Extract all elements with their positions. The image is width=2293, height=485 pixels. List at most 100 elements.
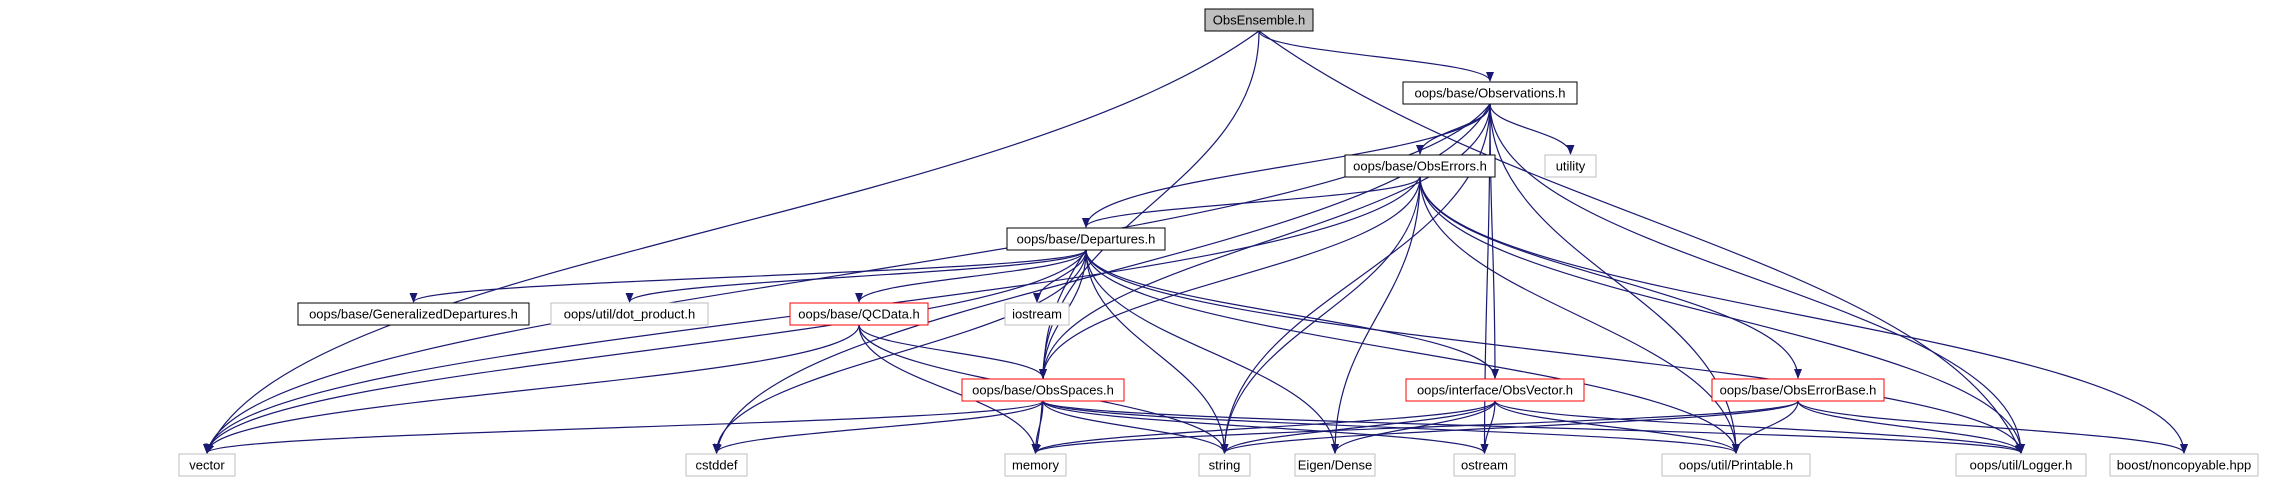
- edge-obserrors-to-noncopyable: [1419, 176, 2188, 454]
- node-obsensemble[interactable]: ObsEnsemble.h: [1204, 8, 1314, 32]
- edge-observations-to-obserrors: [1416, 103, 1491, 155]
- node-label: oops/base/ObsSpaces.h: [972, 383, 1114, 398]
- nodes-layer: ObsEnsemble.h oops/base/Observations.h uti…: [178, 8, 2259, 477]
- edge-obserrorbase-to-noncopyable: [1797, 400, 2188, 454]
- node-ostream: ostream: [1453, 453, 1516, 477]
- edge-observations-to-vector: [205, 103, 1491, 454]
- edge-obsvector-to-string: [1220, 400, 1496, 454]
- edge-departures-to-iostream: [1033, 249, 1087, 303]
- node-box: [1711, 378, 1885, 402]
- node-dotproduct: oops/util/dot_product.h: [550, 302, 709, 326]
- node-box: [1955, 453, 2087, 477]
- node-label: oops/base/QCData.h: [798, 307, 919, 322]
- edge-obserrors-to-departures: [1082, 176, 1421, 228]
- node-string: string: [1198, 453, 1251, 477]
- edge-obserrors-to-string: [1220, 176, 1421, 454]
- edge-qcdata-to-memory: [858, 324, 1040, 454]
- edge-departures-to-qcdata: [855, 249, 1087, 303]
- edge-obserrorbase-to-printable: [1732, 400, 1799, 454]
- edge-obsspaces-to-printable: [1042, 400, 1740, 454]
- node-iostream: iostream: [1004, 302, 1070, 326]
- node-box: [1006, 227, 1166, 251]
- edge-departures-to-vector: [204, 249, 1087, 454]
- node-label: ObsEnsemble.h: [1213, 13, 1306, 28]
- edge-obsvector-to-logger: [1494, 400, 2025, 454]
- node-label: string: [1209, 458, 1241, 473]
- node-box: [1453, 453, 1516, 477]
- node-label: oops/util/dot_product.h: [564, 307, 696, 322]
- edge-departures-to-logger: [1085, 249, 2025, 454]
- edge-qcdata-to-obsspaces: [858, 324, 1047, 379]
- node-eigen: Eigen/Dense: [1294, 453, 1376, 477]
- node-noncopyable: boost/noncopyable.hpp: [2109, 453, 2259, 477]
- edge-obserrors-to-obsspaces: [1039, 176, 1421, 379]
- edge-obsvector-to-printable: [1494, 400, 1740, 454]
- node-label: oops/util/Logger.h: [1970, 458, 2073, 473]
- node-utility: utility: [1544, 154, 1597, 178]
- node-logger: oops/util/Logger.h: [1955, 453, 2087, 477]
- edge-obserrors-to-printable: [1419, 176, 1740, 454]
- edge-obsspaces-to-cstddef: [712, 400, 1044, 454]
- node-label: vector: [189, 458, 225, 473]
- node-box: [961, 378, 1125, 402]
- node-box: [1004, 302, 1070, 326]
- edge-obserrorbase-to-logger: [1797, 400, 2025, 454]
- node-obsspaces[interactable]: oops/base/ObsSpaces.h: [961, 378, 1125, 402]
- node-vector: vector: [178, 453, 236, 477]
- edge-observations-to-departures: [1082, 103, 1491, 228]
- node-label: memory: [1012, 458, 1059, 473]
- edge-obsspaces-to-vector: [203, 400, 1044, 454]
- node-label: oops/util/Printable.h: [1679, 458, 1793, 473]
- edge-observations-to-logger: [1489, 103, 2025, 454]
- edge-observations-to-utility: [1489, 103, 1575, 155]
- node-box: [1294, 453, 1376, 477]
- node-departures[interactable]: oops/base/Departures.h: [1006, 227, 1166, 251]
- node-box: [1198, 453, 1251, 477]
- edge-departures-to-eigen: [1085, 249, 1339, 454]
- node-label: utility: [1556, 159, 1586, 174]
- node-printable: oops/util/Printable.h: [1661, 453, 1811, 477]
- node-box: [297, 302, 530, 326]
- node-label: boost/noncopyable.hpp: [2117, 458, 2251, 473]
- edge-obsensemble-to-observations: [1258, 30, 1494, 82]
- node-obserrors[interactable]: oops/base/ObsErrors.h: [1344, 154, 1496, 178]
- node-label: oops/base/Observations.h: [1414, 86, 1565, 101]
- node-observations[interactable]: oops/base/Observations.h: [1402, 81, 1578, 105]
- edge-departures-to-gendepartures: [409, 249, 1087, 303]
- edges-layer: [203, 30, 2188, 454]
- node-label: oops/base/ObsErrors.h: [1353, 159, 1487, 174]
- node-gendepartures[interactable]: oops/base/GeneralizedDepartures.h: [297, 302, 530, 326]
- edge-obserrorbase-to-memory: [1031, 400, 1799, 454]
- edge-obserrors-to-eigen: [1331, 176, 1421, 454]
- edge-obsvector-to-ostream: [1480, 400, 1496, 454]
- node-box: [1661, 453, 1811, 477]
- node-box: [1405, 378, 1585, 402]
- node-box: [2109, 453, 2259, 477]
- node-label: oops/base/ObsErrorBase.h: [1720, 383, 1877, 398]
- edge-obsspaces-to-logger: [1042, 400, 2025, 454]
- edge-departures-to-printable: [1085, 249, 1740, 454]
- node-label: oops/base/Departures.h: [1017, 232, 1156, 247]
- node-cstddef: cstddef: [685, 453, 748, 477]
- node-memory: memory: [1004, 453, 1067, 477]
- edge-obserrors-to-obserrorbase: [1419, 176, 1802, 379]
- node-box: [685, 453, 748, 477]
- node-label: Eigen/Dense: [1298, 458, 1372, 473]
- node-label: ostream: [1461, 458, 1508, 473]
- edge-qcdata-to-vector: [203, 324, 860, 454]
- edge-obserrorbase-to-string: [1220, 400, 1799, 454]
- node-box: [1004, 453, 1067, 477]
- edge-obserrors-to-logger: [1419, 176, 2025, 454]
- node-obsvector[interactable]: oops/interface/ObsVector.h: [1405, 378, 1585, 402]
- edge-obsvector-to-memory: [1031, 400, 1496, 454]
- node-qcdata[interactable]: oops/base/QCData.h: [789, 302, 929, 326]
- edge-departures-to-obsvector: [1085, 249, 1499, 379]
- node-obserrorbase[interactable]: oops/base/ObsErrorBase.h: [1711, 378, 1885, 402]
- node-box: [1544, 154, 1597, 178]
- edge-departures-to-cstddef: [712, 249, 1087, 454]
- node-box: [1402, 81, 1578, 105]
- edge-obsensemble-to-logger: [1258, 30, 2022, 454]
- node-box: [789, 302, 929, 326]
- edge-departures-to-string: [1085, 249, 1229, 454]
